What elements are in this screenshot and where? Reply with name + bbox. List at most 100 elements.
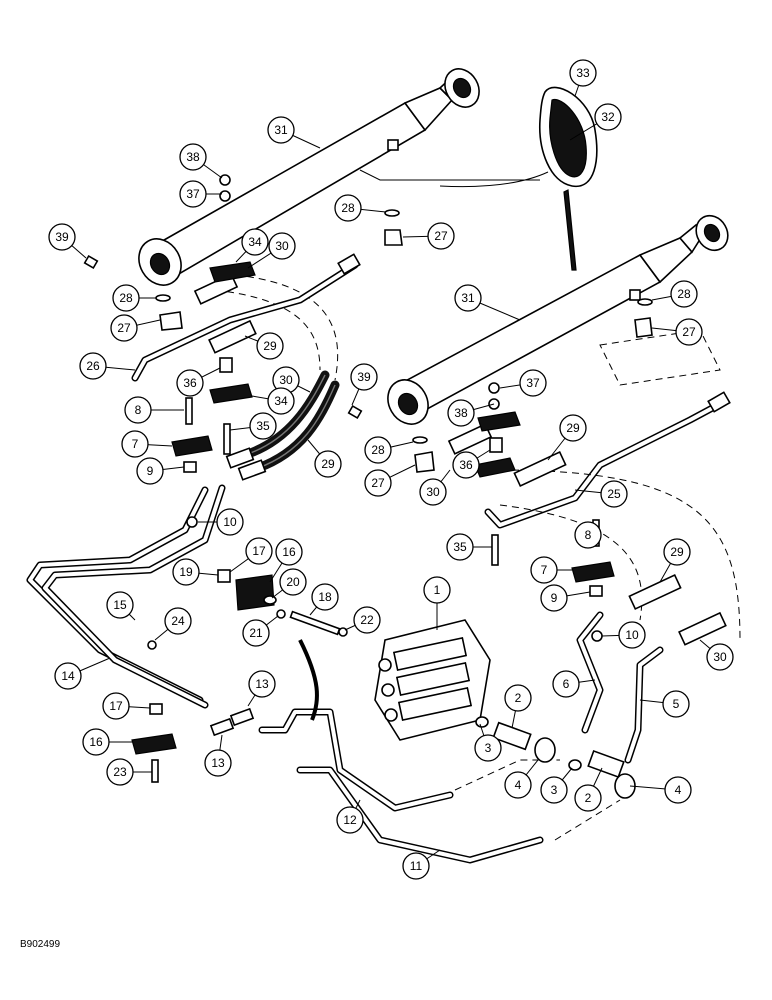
callout-circle [267,387,295,415]
callout-circle [504,684,532,712]
callout-number: 27 [434,229,448,243]
callout-number: 30 [279,373,293,387]
callout-circle [164,607,192,635]
callout-circle [675,318,703,346]
callout-circle [454,284,482,312]
callout-circle [334,194,362,222]
callout-34: 34 [251,387,295,415]
callout-2: 2 [574,767,603,812]
callout-number: 17 [252,544,266,558]
callout-number: 21 [249,626,263,640]
callout-circle [136,457,164,485]
callout-circle [530,556,558,584]
hoses [214,274,340,481]
callout-number: 38 [186,150,200,164]
callout-23: 23 [106,758,152,786]
tube-lines-main [26,484,226,709]
callout-number: 26 [86,359,100,373]
figure-reference: B902499 [20,939,60,950]
callout-number: 36 [183,376,197,390]
callout-number: 39 [55,230,69,244]
callout-3: 3 [474,723,502,762]
callout-number: 30 [426,485,440,499]
callout-circle [112,284,140,312]
callout-24: 24 [154,607,192,641]
callout-circle [618,621,646,649]
callout-32: 32 [569,103,622,141]
callout-circle [124,396,152,424]
callout-number: 13 [211,756,225,770]
callout-circle [364,469,392,497]
callout-39: 39 [48,223,87,259]
callout-3: 3 [540,767,573,804]
callout-number: 20 [286,575,300,589]
callout-27: 27 [651,318,703,346]
callout-circle [662,690,690,718]
callout-circle [267,116,295,144]
callout-number: 30 [275,239,289,253]
callout-number: 5 [673,697,680,711]
callout-10: 10 [601,621,646,649]
callout-circle [279,568,307,596]
callout-number: 30 [713,650,727,664]
callout-circle [519,369,547,397]
callout-circle [106,591,134,619]
callout-number: 10 [625,628,639,642]
callout-38: 38 [179,143,223,179]
callout-number: 13 [255,677,269,691]
callout-circle [474,734,502,762]
callout-circle [353,606,381,634]
callout-circle [569,59,597,87]
callout-29: 29 [307,439,342,478]
callout-circle [504,771,532,799]
callout-number: 27 [682,325,696,339]
callout-21: 21 [242,615,279,647]
tube-lines-right [499,469,741,764]
callout-27: 27 [364,464,416,497]
callout-number: 3 [551,783,558,797]
callout-number: 17 [109,699,123,713]
callout-number: 39 [357,370,371,384]
callout-34: 34 [235,228,269,263]
callout-circle [427,222,455,250]
callout-circle [706,643,734,671]
callout-circle [600,480,628,508]
callout-circle [82,728,110,756]
callout-circle [204,749,232,777]
callout-number: 32 [601,110,615,124]
callout-8: 8 [574,521,602,549]
callout-circle [350,363,378,391]
callout-circle [446,533,474,561]
callout-number: 31 [274,123,288,137]
callout-circle [336,806,364,834]
callout-circle [179,180,207,208]
callout-7: 7 [121,430,173,458]
callout-circle [79,352,107,380]
callout-number: 38 [454,406,468,420]
callout-29: 29 [659,538,691,583]
callout-number: 8 [585,528,592,542]
callout-number: 27 [117,321,131,335]
callout-36: 36 [176,367,221,397]
callout-circle [574,521,602,549]
callout-number: 29 [670,545,684,559]
callout-4: 4 [504,759,539,799]
callout-28: 28 [364,436,414,464]
callout-15: 15 [106,591,136,621]
callout-7: 7 [530,556,572,584]
callout-circle [663,538,691,566]
callout-circle [574,784,602,812]
callout-number: 10 [223,515,237,529]
callout-number: 25 [607,487,621,501]
callout-number: 15 [113,598,127,612]
callout-number: 37 [526,376,540,390]
cylinder-lower-right [387,214,729,425]
callout-circle [110,314,138,342]
callout-6: 6 [552,670,596,698]
callout-number: 29 [263,339,277,353]
fittings [83,174,727,799]
callout-circle [419,478,447,506]
callout-30: 30 [699,639,734,671]
